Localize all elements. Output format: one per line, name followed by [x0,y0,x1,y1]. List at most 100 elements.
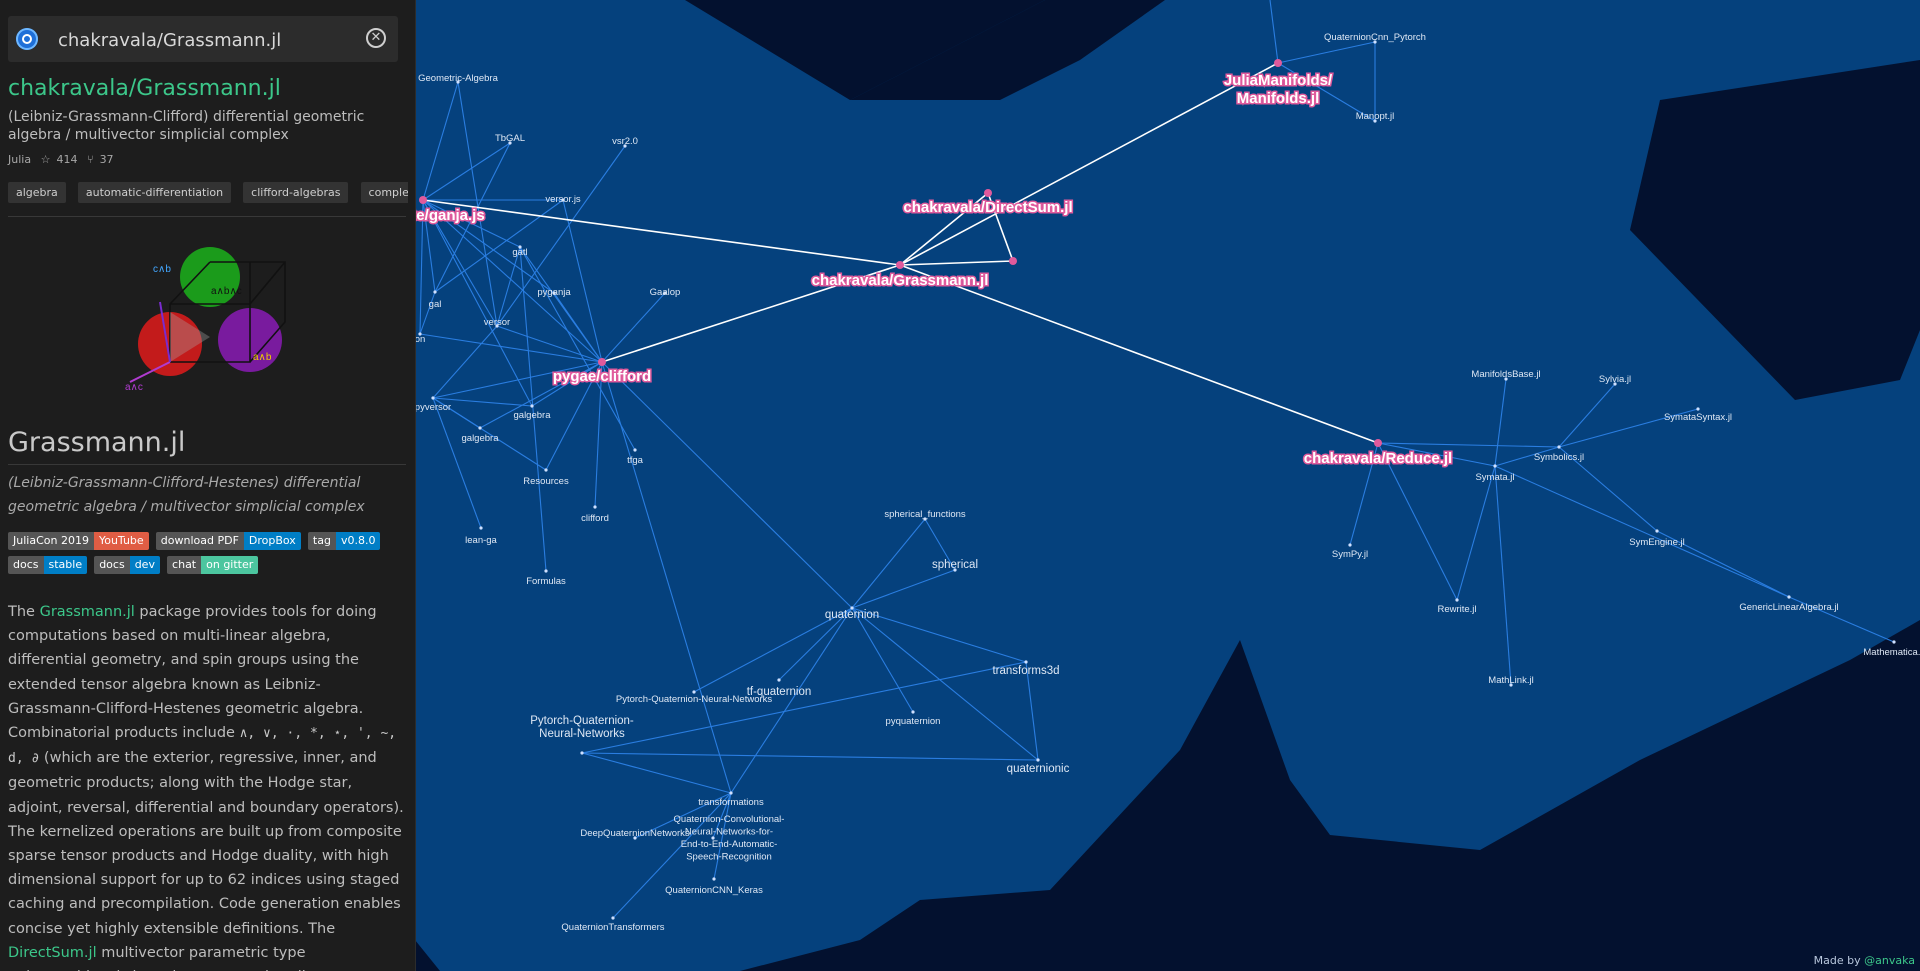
node-label[interactable]: on [415,334,426,345]
node-label[interactable]: TbGAL [495,133,525,144]
clear-search-icon[interactable]: ✕ [366,28,386,48]
graph-node[interactable] [1696,407,1700,411]
graph-node[interactable] [1504,377,1508,381]
node-label[interactable]: Rewrite.jl [1437,604,1476,615]
graph-node[interactable] [1348,543,1352,547]
node-label[interactable]: ManifoldsBase.jl [1471,369,1540,380]
graph-node[interactable] [911,710,915,714]
node-label[interactable]: pyversor [415,402,451,413]
graph-node[interactable] [633,448,637,452]
node-label[interactable]: Formulas [526,576,566,587]
graph-node[interactable] [850,606,854,610]
graph-node[interactable] [1036,758,1040,762]
node-label[interactable]: QuaternionCNN_Keras [665,885,763,896]
node-label[interactable]: Mathematica.jl [1863,647,1920,658]
node-label[interactable]: transformations [698,797,764,808]
node-label[interactable]: SymEngine.jl [1629,537,1684,548]
node-label[interactable]: spherical [932,559,978,571]
primary-node-ganja[interactable] [419,196,427,204]
node-label[interactable]: Symata.jl [1475,472,1514,483]
node-label[interactable]: Quaternion-Convolutional-Neural-Networks… [674,814,785,863]
node-label[interactable]: pyquaternion [886,716,941,727]
node-label-multiline[interactable]: Pytorch-Quaternion-Neural-Networks [530,715,634,740]
topic-tag[interactable]: complex-numbers [360,182,408,203]
primary-label-directsum[interactable]: chakravala/DirectSum.jl [902,198,1074,218]
graph-node[interactable] [692,690,696,694]
graph-node[interactable] [479,526,483,530]
repo-title-link[interactable]: chakravala/Grassmann.jl [8,76,281,101]
graph-node[interactable] [711,836,715,840]
graph-node[interactable] [611,916,615,920]
node-label[interactable]: Gaalop [650,287,681,298]
land-region[interactable] [415,0,1920,971]
graph-node[interactable] [580,751,584,755]
graph-node[interactable] [561,198,565,202]
node-label[interactable]: QuaternionCnn_Pytorch [1324,32,1426,43]
node-label[interactable]: versor [484,317,510,328]
node-label[interactable]: MathLink.jl [1488,675,1533,686]
graph-node[interactable] [712,877,716,881]
graph-node[interactable] [518,245,522,249]
graph-node[interactable] [544,468,548,472]
graph-node[interactable] [777,678,781,682]
node-label[interactable]: pyganja [537,287,571,298]
logo-icon[interactable] [16,28,38,50]
node-label[interactable]: spherical_functions [884,509,966,520]
node-label[interactable]: Geometric-Algebra [418,73,498,84]
node-label[interactable]: tfga [627,455,644,466]
node-label[interactable]: quaternion [825,609,879,621]
graph-node[interactable] [729,791,733,795]
graph-node[interactable] [495,324,499,328]
graph-node[interactable] [1655,529,1659,533]
primary-node-directsum[interactable] [984,189,992,197]
graph-node[interactable] [1787,595,1791,599]
graph-node[interactable] [1509,683,1513,687]
search-input[interactable] [56,24,350,56]
graph-node[interactable] [530,404,534,408]
primary-label-clifford[interactable]: pygae/clifford [551,367,652,387]
graph-node[interactable] [1455,598,1459,602]
node-label[interactable]: Manopt.jl [1356,111,1395,122]
grassmann-link[interactable]: Grassmann.jl [39,604,135,620]
primary-label-manifolds[interactable]: JuliaManifolds/Manifolds.jl [1222,71,1334,109]
graph-node[interactable] [433,290,437,294]
node-label[interactable]: tf-quaternion [747,686,812,698]
graph-node[interactable] [1373,40,1377,44]
primary-node-clifford[interactable] [598,358,606,366]
node-label[interactable]: DeepQuaternionNetworks [580,828,690,839]
primary-label-reduce[interactable]: chakravala/Reduce.jl [1302,449,1453,469]
graph-node[interactable] [1557,445,1561,449]
node-label[interactable]: Resources [523,476,569,487]
node-label[interactable]: Pytorch-Quaternion-Neural-Networks [616,694,773,705]
graph-node[interactable] [1373,119,1377,123]
primary-label-grassmann[interactable]: chakravala/Grassmann.jl [810,271,990,291]
node-label[interactable]: Symbolics.jl [1534,452,1584,463]
graph-node[interactable] [456,80,460,84]
node-label[interactable]: SymPy.jl [1332,549,1368,560]
graph-node[interactable] [623,144,627,148]
node-label[interactable]: galgebra [462,433,500,444]
graph-node[interactable] [418,332,422,336]
graph-node[interactable] [663,291,667,295]
node-label[interactable]: QuaternionTransformers [561,922,664,933]
node-label[interactable]: quaternionic [1007,763,1070,775]
primary-label-ganja[interactable]: te/ganja.js [410,206,486,226]
node-label[interactable]: clifford [581,513,609,524]
topic-tag[interactable]: algebra [8,182,66,203]
primary-node-reduce[interactable] [1374,439,1382,447]
graph-node[interactable] [508,141,512,145]
graph-node[interactable] [478,426,482,430]
node-label[interactable]: transforms3d [992,665,1059,677]
node-label[interactable]: SymataSyntax.jl [1664,412,1732,423]
graph-node[interactable] [1493,464,1497,468]
graph-node[interactable] [1024,660,1028,664]
graph-node[interactable] [593,505,597,509]
node-label[interactable]: versor.js [545,194,581,205]
primary-node[interactable] [1009,257,1017,265]
